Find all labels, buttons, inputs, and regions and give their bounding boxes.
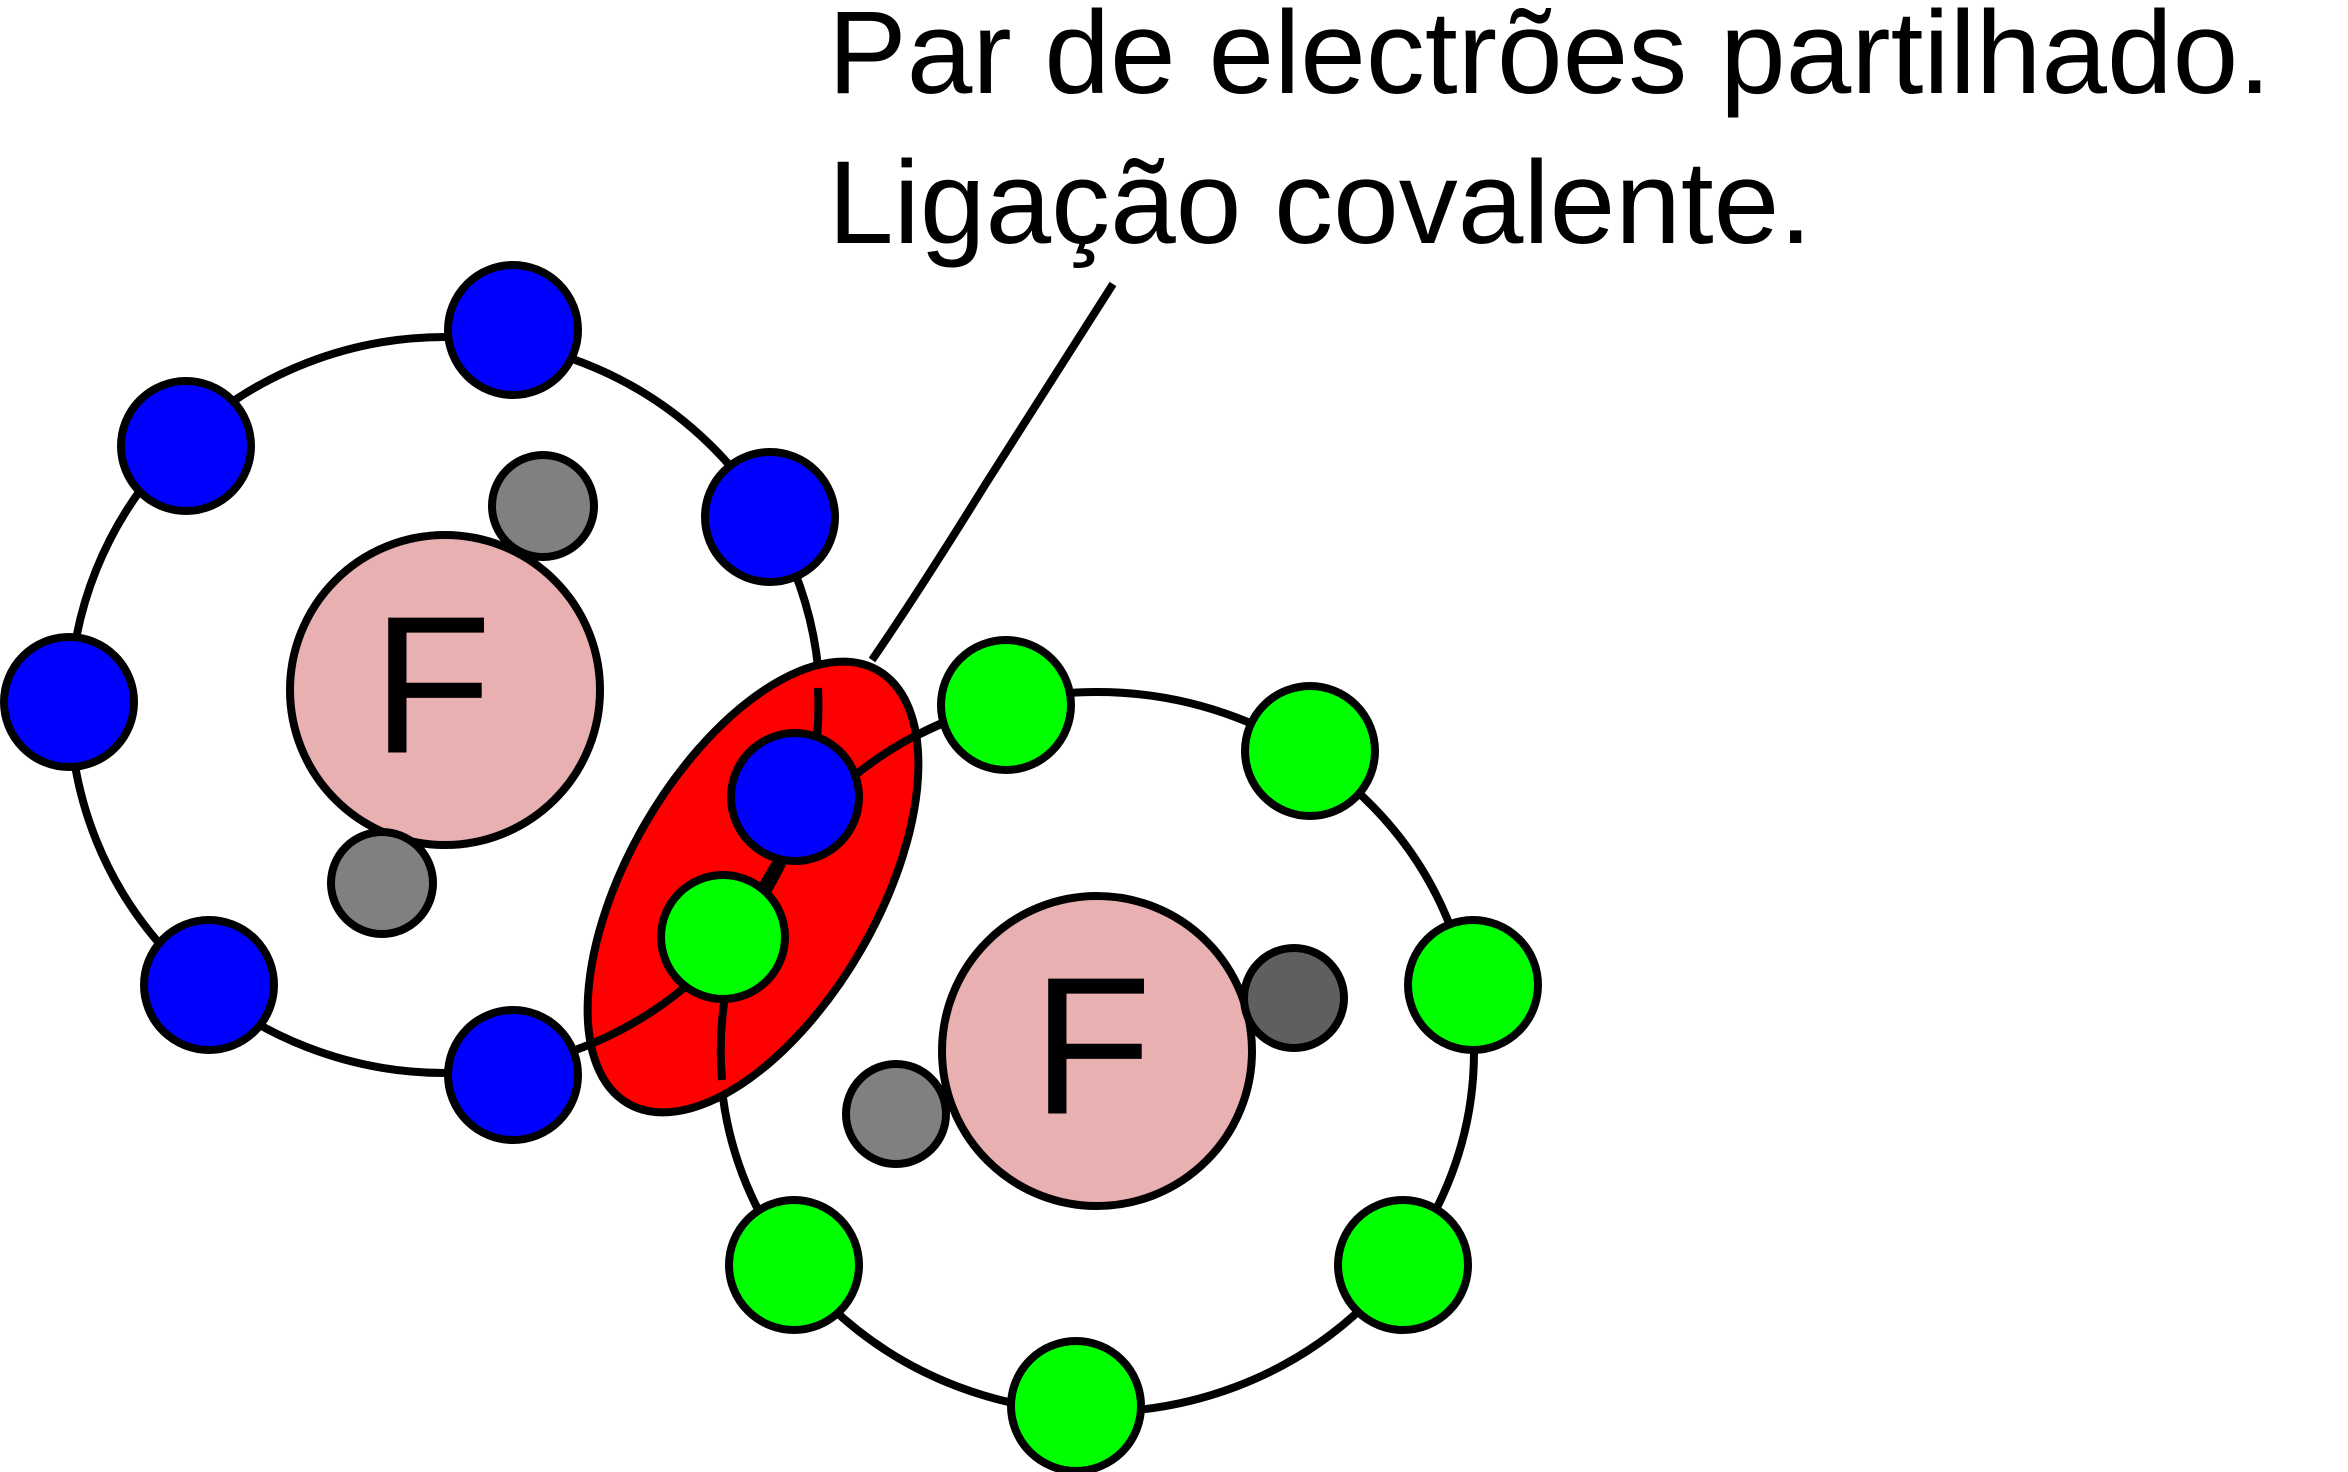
left-nucleus: [286, 531, 604, 849]
left-outer-electron: [444, 261, 582, 399]
right-outer-electrons: [725, 636, 1542, 1472]
right-outer-electron: [1334, 1196, 1472, 1334]
left-inner-electron: [488, 451, 598, 561]
left-inner-electron: [327, 828, 437, 938]
left-outer-electron: [0, 633, 138, 771]
right-inner-electron: [842, 1060, 950, 1168]
pointer-line: [868, 281, 1117, 663]
right-shell-arc-overlay: [716, 718, 946, 1081]
caption-line-1: Par de electrões partilhado.: [828, 0, 2271, 119]
shared-electron-green: [657, 871, 789, 1003]
right-nucleus: [938, 892, 1256, 1210]
left-outer-electron: [117, 377, 255, 515]
left-outer-electron: [444, 1006, 582, 1144]
right-inner-electron: [1240, 944, 1348, 1052]
right-outer-electron: [725, 1196, 863, 1334]
left-outer-electrons: [0, 261, 839, 1144]
left-outer-electron: [140, 916, 278, 1054]
right-outer-electron: [1404, 916, 1542, 1054]
left-nucleus-label: F: [372, 576, 492, 795]
right-outer-electron: [1007, 1337, 1145, 1472]
shared-electron-blue: [727, 729, 863, 865]
right-outer-electron: [1241, 682, 1379, 820]
caption-line-2: Ligação covalente.: [828, 137, 1812, 269]
right-outer-electron: [937, 636, 1075, 774]
left-outer-electron: [701, 448, 839, 586]
right-nucleus-label: F: [1032, 937, 1152, 1156]
